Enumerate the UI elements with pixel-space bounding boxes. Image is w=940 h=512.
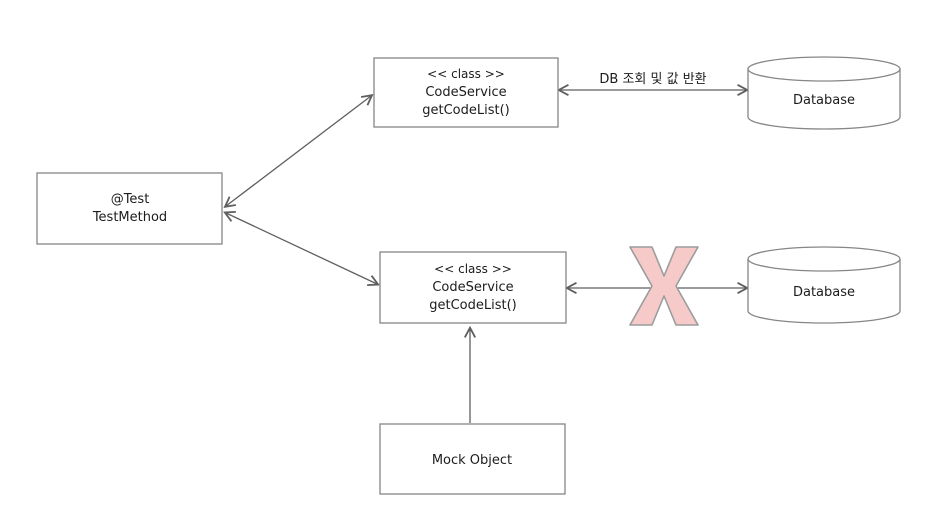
database-bottom-body (747, 259, 901, 324)
database-bottom: Database (747, 246, 901, 324)
code-service-box-bottom: << class >> CodeService getCodeList() (379, 251, 567, 324)
database-top-lid (747, 56, 901, 82)
code-service-bottom-name: CodeService (432, 280, 513, 295)
test-method-box-shape (36, 172, 223, 245)
test-method-line1: @Test (111, 192, 150, 207)
db-query-arrow-label: DB 조회 및 값 반환 (599, 72, 706, 87)
database-top-label: Database (793, 93, 855, 108)
blocked-x-icon (629, 246, 699, 326)
test-method-box: @Test TestMethod (36, 172, 223, 245)
connector-test-to-service-top (223, 94, 374, 208)
mock-object-label: Mock Object (432, 453, 512, 468)
code-service-box-top: << class >> CodeService getCodeList() (373, 57, 559, 128)
code-service-top-method: getCodeList() (422, 103, 510, 118)
code-service-top-stereotype: << class >> (427, 67, 505, 81)
mock-object-box: Mock Object (379, 423, 566, 495)
code-service-top-name: CodeService (425, 85, 506, 100)
test-method-line2: TestMethod (92, 210, 167, 225)
code-service-bottom-shape (379, 251, 567, 324)
code-service-top-shape (373, 57, 559, 128)
database-bottom-label: Database (793, 285, 855, 300)
mock-object-shape (379, 423, 566, 495)
code-service-bottom-method: getCodeList() (429, 298, 517, 313)
database-top: Database (747, 56, 901, 130)
connector-test-to-service-bottom (223, 210, 380, 287)
database-bottom-lid (747, 246, 901, 272)
code-service-bottom-stereotype: << class >> (434, 262, 512, 276)
database-top-body (747, 69, 901, 130)
